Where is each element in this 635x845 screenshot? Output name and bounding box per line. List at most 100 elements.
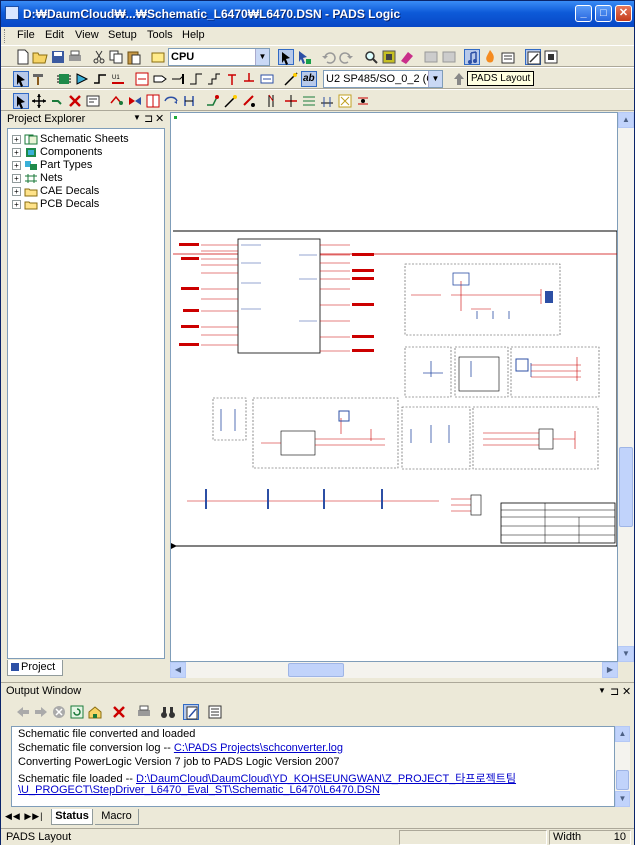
schematic-canvas[interactable] — [170, 112, 618, 662]
vertex-icon[interactable] — [163, 93, 179, 109]
print-icon[interactable] — [67, 49, 83, 65]
scroll-down-icon[interactable]: ▼ — [615, 791, 630, 807]
reroute-icon[interactable] — [355, 93, 371, 109]
wire-corner-icon[interactable] — [188, 71, 204, 87]
hammer-icon[interactable] — [31, 71, 47, 87]
canvas-vertical-scrollbar[interactable]: ▲ ▼ — [618, 112, 634, 662]
expand-icon[interactable]: + — [12, 186, 21, 196]
clear-icon[interactable] — [111, 704, 127, 720]
tree-item-schematic-sheets[interactable]: +Schematic Sheets — [12, 133, 129, 146]
next-sheet-icon[interactable] — [441, 49, 457, 65]
vertical-scroll-thumb[interactable] — [619, 447, 633, 527]
menu-view[interactable]: View — [75, 29, 99, 41]
menu-edit[interactable]: Edit — [45, 29, 64, 41]
pin-icon[interactable]: ⊐ — [144, 113, 154, 125]
redo-icon[interactable] — [338, 49, 354, 65]
horizontal-scroll-thumb[interactable] — [288, 663, 344, 677]
tree-item-cae-decals[interactable]: +CAE Decals — [12, 185, 99, 198]
rotate-icon[interactable] — [49, 93, 65, 109]
binoculars-icon[interactable] — [160, 704, 176, 720]
bus-entry-icon[interactable] — [170, 71, 186, 87]
label-icon[interactable] — [283, 93, 299, 109]
output-scroll-thumb[interactable] — [616, 770, 629, 790]
delete-icon[interactable] — [67, 93, 83, 109]
add-wire-icon[interactable] — [92, 71, 108, 87]
scroll-up-icon[interactable]: ▲ — [615, 726, 630, 742]
tree-item-part-types[interactable]: +Part Types — [12, 159, 92, 172]
music-note-icon[interactable] — [464, 49, 480, 65]
split-icon[interactable] — [145, 93, 161, 109]
forward-arrow-icon[interactable] — [33, 704, 49, 720]
chevron-down-icon[interactable]: ▼ — [255, 49, 269, 65]
ground-port-icon[interactable] — [241, 71, 257, 87]
tab-project[interactable]: Project — [7, 660, 63, 676]
expand-icon[interactable]: + — [12, 173, 21, 183]
back-arrow-icon[interactable] — [15, 704, 31, 720]
ratsnest-icon[interactable] — [337, 93, 353, 109]
output-link[interactable]: C:\PADS Projects\schconverter.log — [173, 742, 344, 754]
select-icon[interactable] — [13, 71, 29, 87]
output-log[interactable]: Schematic file converted and loaded Sche… — [11, 726, 615, 807]
add-text-box-icon[interactable] — [259, 71, 275, 87]
select-filter-icon[interactable] — [296, 49, 312, 65]
title-bar[interactable]: D:₩DaumCloud₩...₩Schematic_L6470₩L6470.D… — [1, 1, 634, 27]
add-2d-line-icon[interactable] — [283, 71, 299, 87]
swap-pins-icon[interactable] — [109, 93, 125, 109]
project-tree[interactable]: +Schematic Sheets +Components +Part Type… — [7, 128, 165, 659]
add-part-icon[interactable] — [56, 71, 72, 87]
edit-log-icon[interactable] — [183, 704, 199, 720]
scroll-down-icon[interactable]: ▼ — [618, 646, 634, 662]
minimize-button[interactable]: _ — [575, 5, 592, 22]
prev-sheet-icon[interactable] — [423, 49, 439, 65]
select-mode-icon[interactable] — [278, 49, 294, 65]
flip-icon[interactable] — [181, 93, 197, 109]
tree-item-pcb-decals[interactable]: +PCB Decals — [12, 198, 99, 211]
expand-icon[interactable]: + — [12, 199, 21, 209]
output-menu-icon[interactable]: ▼ — [598, 686, 606, 695]
scroll-right-icon[interactable]: ▶ — [602, 662, 618, 678]
canvas-horizontal-scrollbar[interactable]: ◀ ▶ — [170, 662, 618, 678]
output-vertical-scrollbar[interactable]: ▲ ▼ — [615, 726, 630, 807]
maximize-button[interactable]: □ — [595, 5, 612, 22]
save-icon[interactable] — [50, 49, 66, 65]
power-port-icon[interactable] — [224, 71, 240, 87]
panel-close-icon[interactable]: ✕ — [155, 113, 165, 125]
settings-icon[interactable] — [500, 49, 516, 65]
menu-setup[interactable]: Setup — [108, 29, 137, 41]
properties-icon[interactable] — [381, 49, 397, 65]
pointer-icon[interactable] — [13, 93, 29, 109]
tree-item-nets[interactable]: +Nets — [12, 172, 63, 185]
find-icon[interactable] — [363, 49, 379, 65]
pads-layout-icon[interactable] — [525, 49, 541, 65]
move-icon[interactable] — [31, 93, 47, 109]
scroll-left-icon[interactable]: ◀ — [170, 662, 186, 678]
scroll-up-icon[interactable]: ▲ — [618, 112, 634, 128]
attribute-icon[interactable] — [265, 93, 281, 109]
tab-nav-icon[interactable]: ◀◀ ▶▶| — [5, 811, 44, 821]
tab-status[interactable]: Status — [51, 809, 93, 825]
pads-router-icon[interactable] — [543, 49, 559, 65]
new-file-icon[interactable] — [15, 49, 31, 65]
wire-step-icon[interactable] — [206, 71, 222, 87]
print-output-icon[interactable] — [136, 704, 152, 720]
pin-icon[interactable]: ⊐ — [610, 686, 620, 698]
paste-icon[interactable] — [126, 49, 142, 65]
bus-icon[interactable] — [301, 93, 317, 109]
net-icon[interactable] — [319, 93, 335, 109]
expand-icon[interactable]: + — [12, 134, 21, 144]
tree-item-components[interactable]: +Components — [12, 146, 102, 159]
add-connection-icon[interactable] — [134, 71, 150, 87]
chevron-down-icon[interactable]: ▼ — [428, 71, 442, 87]
off-page-icon[interactable] — [152, 71, 168, 87]
output-link[interactable]: D:\DaumCloud\DaumCloud\YD_KOHSEUNGWAN\Z_… — [136, 773, 517, 785]
add-net-label-icon[interactable] — [205, 93, 221, 109]
tab-macro[interactable]: Macro — [95, 809, 139, 825]
pin-icon[interactable] — [223, 93, 239, 109]
part-properties-icon[interactable] — [85, 93, 101, 109]
add-bus-icon[interactable]: U1 — [110, 71, 126, 87]
swap-gates-icon[interactable] — [127, 93, 143, 109]
menu-help[interactable]: Help — [182, 29, 205, 41]
part-select[interactable]: U2 SP485/SO_0_2 (CP ▼ — [323, 70, 443, 88]
flame-icon[interactable] — [482, 49, 498, 65]
expand-icon[interactable]: + — [12, 147, 21, 157]
